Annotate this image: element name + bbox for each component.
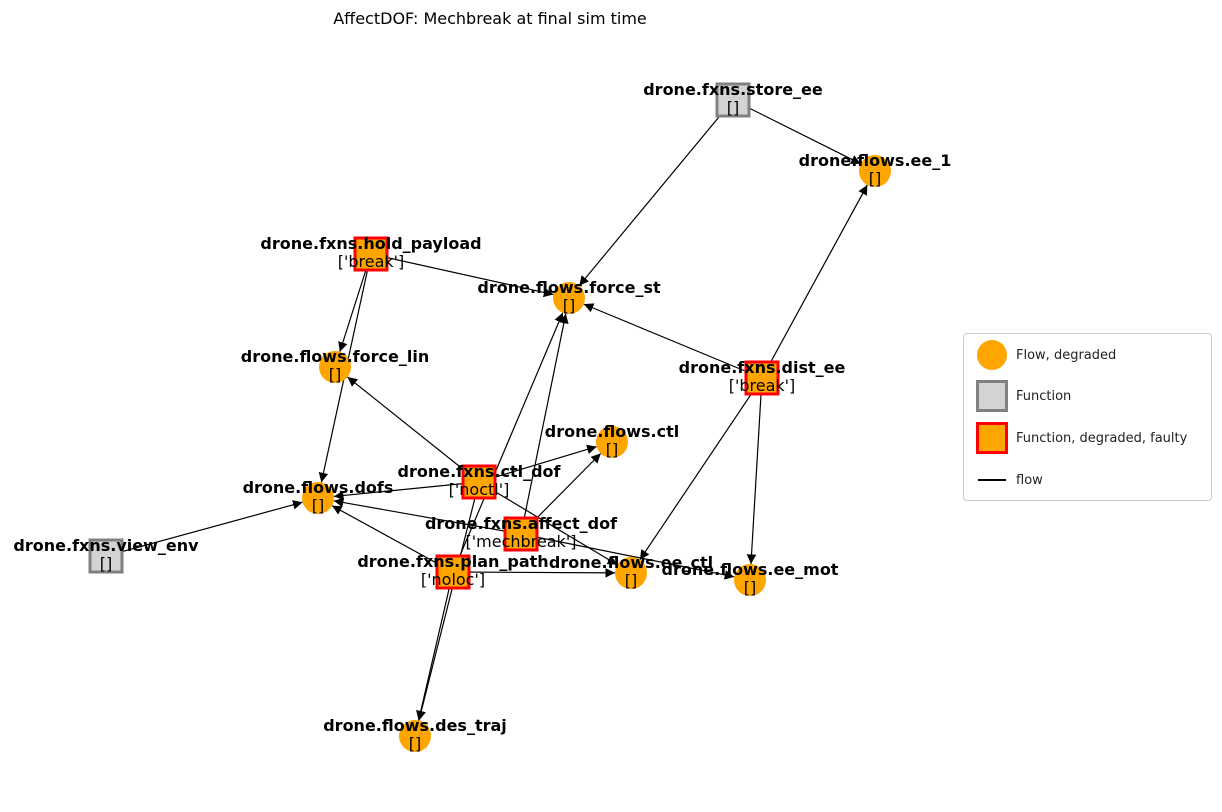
edge-plan_path-to-force_st [452, 312, 564, 573]
node-state: [] [409, 734, 421, 753]
node-state: [] [563, 296, 575, 315]
edge-ctl_dof-to-des_traj [416, 481, 480, 721]
edge-plan_path-to-des_traj [416, 571, 454, 721]
node-ee_mot [734, 564, 766, 596]
node-state: ['mechbreak'] [466, 532, 577, 551]
node-label: drone.fxns.dist_ee [679, 358, 846, 377]
edge-ctl_dof-to-force_lin [347, 376, 480, 483]
node-label: drone.fxns.hold_payload [260, 234, 481, 253]
node-ctl_dof [461, 464, 497, 500]
legend-item-function: Function [964, 380, 1211, 416]
legend-label: Function, degraded, faulty [1016, 431, 1188, 446]
edge-dist_ee-to-ee_1 [761, 184, 868, 379]
node-dist_ee [744, 360, 780, 396]
node-label: drone.flows.des_traj [323, 716, 507, 735]
flow-degraded-swatch-icon [976, 339, 1008, 371]
node-label: drone.fxns.store_ee [643, 80, 823, 99]
edge-plan_path-to-ee_ctl [452, 568, 616, 578]
edge-affect_dof-to-dofs [333, 497, 522, 535]
node-state: [] [727, 98, 739, 117]
edges-layer [105, 99, 868, 721]
node-state: [] [869, 169, 881, 188]
node-label: drone.fxns.ctl_dof [398, 462, 562, 481]
node-label: drone.flows.dofs [243, 478, 394, 497]
edge-store_ee-to-force_st [578, 99, 734, 287]
node-state: ['break'] [729, 376, 796, 395]
edge-ctl_dof-to-ctl [478, 444, 597, 483]
node-label: drone.flows.force_lin [241, 347, 429, 366]
legend-label: flow [1016, 473, 1043, 488]
function-swatch-icon [976, 380, 1008, 412]
node-label: drone.flows.ctl [545, 422, 680, 441]
node-store_ee [715, 82, 751, 118]
node-state: [] [744, 578, 756, 597]
edge-ctl_dof-to-ee_ctl [478, 481, 618, 566]
node-plan_path [435, 554, 471, 590]
function-faulty-swatch-icon [976, 422, 1008, 454]
node-state: [] [329, 365, 341, 384]
chart-title: AffectDOF: Mechbreak at final sim time [333, 9, 647, 28]
node-label: drone.fxns.view_env [13, 536, 199, 555]
node-state: [] [625, 571, 637, 590]
edge-store_ee-to-ee_1 [732, 99, 861, 165]
edge-dist_ee-to-ee_mot [746, 377, 763, 565]
node-state: [] [312, 496, 324, 515]
node-state: ['noloc'] [421, 570, 485, 589]
node-state: ['noctl'] [449, 480, 510, 499]
node-ee_ctl [615, 557, 647, 589]
legend-item-flow-degraded: Flow, degraded [964, 339, 1211, 375]
node-state: [] [606, 440, 618, 459]
node-view_env [88, 538, 124, 574]
edge-line-icon [976, 464, 1008, 496]
labels-layer: drone.fxns.store_ee[]drone.flows.ee_1[]d… [13, 80, 951, 753]
node-label: drone.fxns.affect_dof [425, 514, 618, 533]
node-affect_dof [503, 516, 539, 552]
node-label: drone.flows.ee_mot [662, 560, 839, 579]
node-label: drone.flows.ee_ctl [549, 553, 713, 572]
node-ctl [596, 426, 628, 458]
edge-ctl_dof-to-dofs [333, 481, 480, 501]
node-ee_1 [859, 155, 891, 187]
edge-plan_path-to-dofs [331, 505, 454, 573]
legend-label: Flow, degraded [1016, 348, 1117, 363]
node-hold_payload [353, 236, 389, 272]
nodes-layer [88, 82, 891, 752]
edge-hold_payload-to-force_st [370, 253, 554, 298]
edge-dist_ee-to-force_st [583, 303, 763, 379]
edge-view_env-to-dofs [105, 500, 303, 557]
edge-dist_ee-to-ee_ctl [639, 377, 763, 561]
node-des_traj [399, 720, 431, 752]
legend-item-function-faulty: Function, degraded, faulty [964, 422, 1211, 458]
node-force_lin [319, 351, 351, 383]
legend-item-flow-edge: flow [964, 464, 1211, 500]
node-state: ['break'] [338, 252, 405, 271]
node-force_st [553, 282, 585, 314]
legend: Flow, degraded Function Function, degrad… [963, 333, 1212, 501]
edge-affect_dof-to-force_st [520, 313, 569, 535]
node-dofs [302, 482, 334, 514]
node-label: drone.fxns.plan_path [357, 552, 548, 571]
edge-affect_dof-to-ee_mot [520, 533, 735, 580]
node-state: [] [100, 554, 112, 573]
node-label: drone.flows.ee_1 [799, 151, 952, 170]
node-label: drone.flows.force_st [477, 278, 661, 297]
legend-label: Function [1016, 389, 1072, 404]
